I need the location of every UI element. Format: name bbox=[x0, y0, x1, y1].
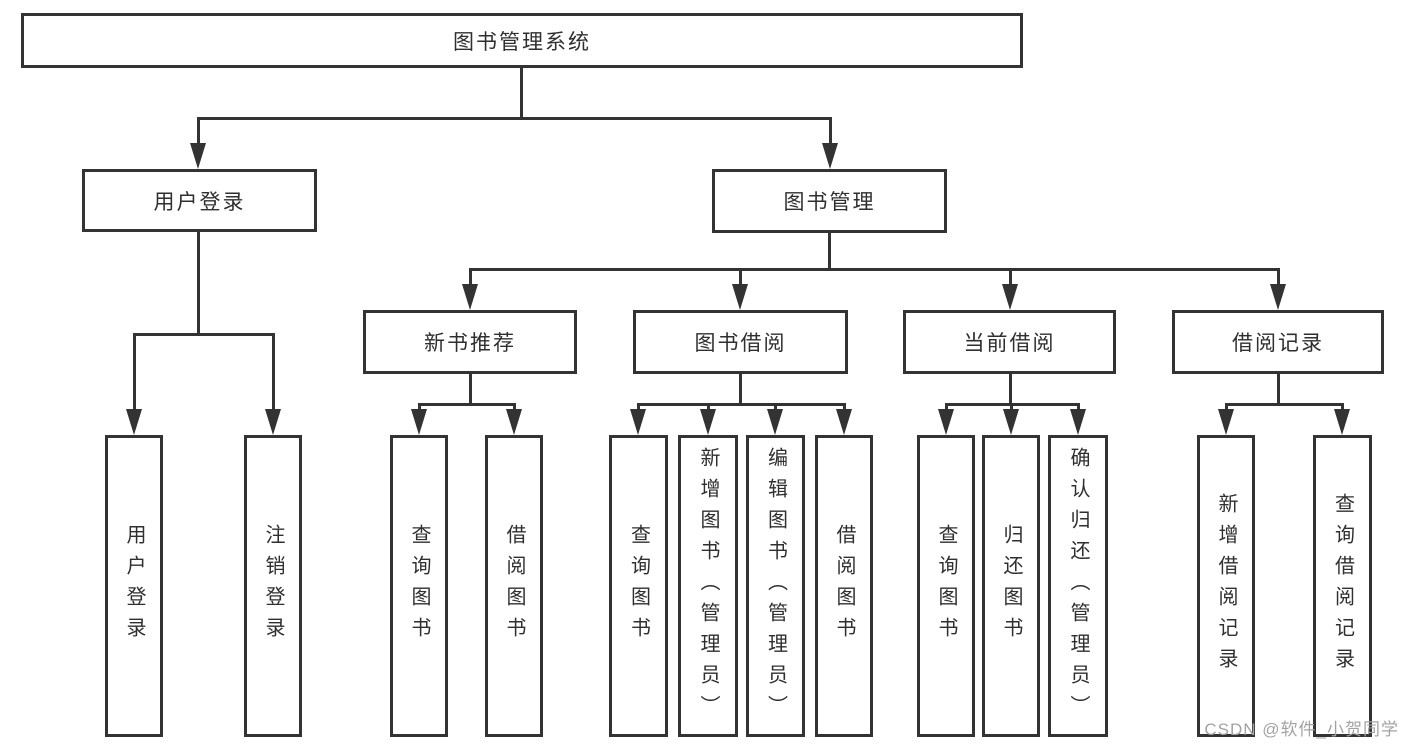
arrow-down-icon bbox=[190, 143, 206, 169]
connector-line bbox=[197, 117, 831, 120]
leaf-query-borrow-record: 查询借阅记录 bbox=[1313, 435, 1372, 737]
arrow-down-icon bbox=[1334, 409, 1350, 435]
arrow-down-icon bbox=[1070, 409, 1086, 435]
connector-line bbox=[637, 403, 845, 406]
arrow-down-icon bbox=[1218, 409, 1234, 435]
node-library-management-system: 图书管理系统 bbox=[21, 13, 1023, 68]
node-label: 图书管理 bbox=[783, 191, 876, 214]
arrow-down-icon bbox=[126, 409, 142, 435]
connector-line bbox=[739, 374, 742, 405]
node-book-management: 图书管理 bbox=[712, 169, 947, 233]
leaf-query-books-current: 查询图书 bbox=[917, 435, 975, 737]
arrow-down-icon bbox=[732, 284, 748, 310]
leaf-add-borrow-record: 新增借阅记录 bbox=[1197, 435, 1255, 737]
arrow-down-icon bbox=[700, 409, 716, 435]
connector-line bbox=[469, 268, 472, 288]
connector-line bbox=[469, 268, 1279, 271]
leaf-label: 查询图书 bbox=[935, 524, 957, 648]
arrow-down-icon bbox=[822, 143, 838, 169]
leaf-query-books-borrowing: 查询图书 bbox=[609, 435, 668, 737]
node-label: 用户登录 bbox=[153, 190, 246, 214]
connector-line bbox=[133, 333, 136, 410]
leaf-label: 借阅图书 bbox=[503, 524, 525, 648]
arrow-down-icon bbox=[411, 409, 427, 435]
leaf-label: 新增借阅记录 bbox=[1215, 493, 1237, 679]
connector-line bbox=[520, 68, 523, 118]
leaf-borrow-books-recommend: 借阅图书 bbox=[485, 435, 543, 737]
connector-line bbox=[469, 374, 472, 405]
connector-line bbox=[133, 333, 274, 336]
leaf-return-books: 归还图书 bbox=[982, 435, 1040, 737]
leaf-label: 查询图书 bbox=[408, 524, 430, 648]
arrow-down-icon bbox=[836, 409, 852, 435]
node-borrowing-records: 借阅记录 bbox=[1172, 310, 1384, 374]
arrow-down-icon bbox=[767, 409, 783, 435]
connector-line bbox=[739, 268, 742, 288]
node-new-book-recommendation: 新书推荐 bbox=[363, 310, 577, 374]
leaf-label: 编辑图书（管理员） bbox=[764, 446, 787, 726]
leaf-add-book-admin: 新增图书（管理员） bbox=[678, 435, 738, 737]
leaf-edit-book-admin: 编辑图书（管理员） bbox=[746, 435, 805, 737]
leaf-label: 归还图书 bbox=[1000, 524, 1022, 648]
node-label: 借阅记录 bbox=[1232, 332, 1324, 355]
arrow-down-icon bbox=[1002, 284, 1018, 310]
leaf-label: 借阅图书 bbox=[833, 524, 855, 648]
arrow-down-icon bbox=[1270, 284, 1286, 310]
arrow-down-icon bbox=[1003, 409, 1019, 435]
leaf-logout: 注销登录 bbox=[244, 435, 302, 737]
connector-line bbox=[828, 233, 831, 270]
node-book-borrowing: 图书借阅 bbox=[633, 310, 848, 374]
connector-line bbox=[197, 232, 200, 335]
arrow-down-icon bbox=[462, 284, 478, 310]
connector-line bbox=[1277, 268, 1280, 288]
connector-line bbox=[1225, 403, 1343, 406]
leaf-label: 注销登录 bbox=[262, 524, 284, 648]
leaf-borrow-books-borrowing: 借阅图书 bbox=[815, 435, 873, 737]
leaf-label: 确认归还（管理员） bbox=[1067, 446, 1089, 726]
node-label: 图书借阅 bbox=[694, 332, 787, 355]
leaf-label: 查询借阅记录 bbox=[1331, 493, 1354, 679]
connector-line bbox=[1277, 374, 1280, 405]
connector-line bbox=[829, 117, 832, 150]
leaf-confirm-return-admin: 确认归还（管理员） bbox=[1048, 435, 1108, 737]
leaf-label: 新增图书（管理员） bbox=[697, 446, 719, 726]
node-current-borrowing: 当前借阅 bbox=[903, 310, 1116, 374]
node-label: 新书推荐 bbox=[424, 332, 516, 355]
node-label: 当前借阅 bbox=[963, 332, 1056, 355]
watermark: CSDN @软件_小贺同学 bbox=[1204, 720, 1399, 739]
leaf-label: 用户登录 bbox=[123, 524, 145, 648]
connector-line bbox=[1009, 268, 1012, 288]
leaf-label: 查询图书 bbox=[627, 524, 650, 648]
connector-line bbox=[418, 403, 515, 406]
leaf-query-books-recommend: 查询图书 bbox=[390, 435, 448, 737]
connector-line bbox=[1009, 374, 1012, 405]
arrow-down-icon bbox=[630, 409, 646, 435]
connector-line bbox=[197, 117, 200, 150]
arrow-down-icon bbox=[265, 409, 281, 435]
node-user-login: 用户登录 bbox=[82, 169, 317, 232]
node-label: 图书管理系统 bbox=[453, 30, 591, 54]
arrow-down-icon bbox=[938, 409, 954, 435]
leaf-user-login: 用户登录 bbox=[105, 435, 163, 737]
connector-line bbox=[272, 333, 275, 410]
arrow-down-icon bbox=[506, 409, 522, 435]
